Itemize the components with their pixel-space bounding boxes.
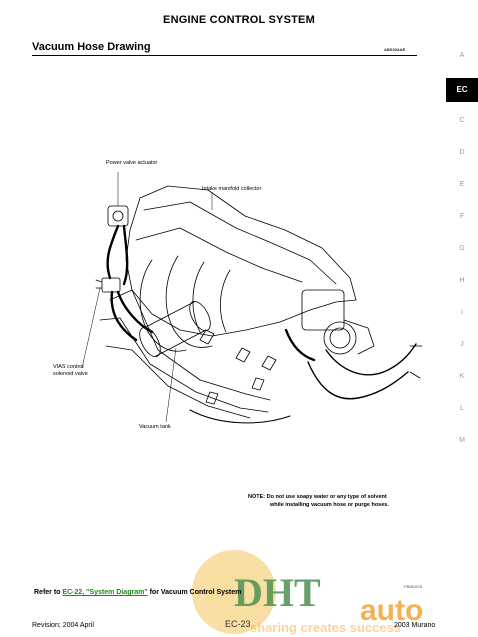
label-power-valve-actuator: Power valve actuator [106,160,158,166]
footer-model: 2003 Murano [394,622,436,629]
section-divider [32,55,417,56]
header-title: ENGINE CONTROL SYSTEM [163,14,315,26]
section-code: ABS00AAE [384,47,406,52]
index-item-f[interactable]: F [459,213,465,220]
index-item-l[interactable]: L [460,405,464,412]
section-title: Vacuum Hose Drawing [32,41,151,53]
watermark-logo: DHT auto sharing creates success [192,550,423,635]
index-item-i[interactable]: I [461,309,463,316]
footer-page-number: EC-23 [225,619,251,629]
label-vacuum-tank: Vacuum tank [139,424,171,430]
refer-line: Refer to EC-22, "System Diagram" for Vac… [34,589,241,596]
footer-revision: Revision; 2004 April [32,622,94,629]
svg-text:DHT: DHT [234,570,321,615]
figure-code: PBIB2878 [404,584,423,589]
note-line-1: NOTE: Do not use soapy water or any type… [248,494,387,500]
index-item-e[interactable]: E [459,181,465,188]
index-item-c[interactable]: C [459,117,465,124]
label-intake-manifold-collector: Intake manifold collector [202,186,262,192]
index-item-k[interactable]: K [459,373,465,380]
label-vias-control-line1: VIAS control [53,364,84,370]
system-diagram-link[interactable]: EC-22, "System Diagram" [62,589,148,596]
index-item-a[interactable]: A [459,52,465,59]
index-item-d[interactable]: D [459,149,465,156]
index-item-j[interactable]: J [460,341,464,348]
refer-prefix: Refer to [34,589,63,596]
vacuum-hose-drawing [81,172,423,424]
index-item-h[interactable]: H [459,277,465,284]
label-vias-control-line2: solenoid valve [53,371,88,377]
refer-suffix: for Vacuum Control System [147,589,242,596]
index-item-m[interactable]: M [459,437,465,444]
installation-note: NOTE: Do not use soapy water or any type… [248,493,428,509]
index-item-g[interactable]: G [459,245,465,252]
note-line-2: while installing vacuum hose or purge ho… [270,502,389,508]
index-item-ec[interactable]: EC [446,78,478,102]
svg-text:sharing creates success: sharing creates success [250,620,401,635]
svg-text:auto: auto [360,594,423,627]
